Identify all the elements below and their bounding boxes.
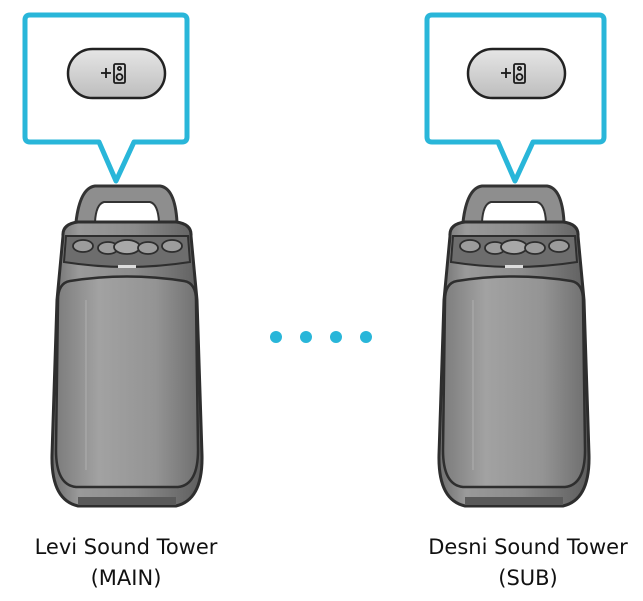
add-speaker-icon (501, 63, 526, 84)
speaker-role-sub: (SUB) (498, 566, 558, 590)
speaker-name-sub: Desni Sound Tower (428, 535, 628, 559)
speaker-right-illustration (437, 184, 591, 508)
add-speaker-button-left[interactable] (66, 47, 167, 100)
speaker-label-main: Levi Sound Tower (MAIN) (0, 532, 256, 594)
connection-dot (300, 331, 312, 343)
speaker-role-main: (MAIN) (90, 566, 162, 590)
connection-dot (360, 331, 372, 343)
speaker-left-illustration (50, 184, 204, 508)
connection-dots (270, 331, 372, 343)
add-speaker-button-right[interactable] (466, 47, 567, 100)
connection-dot (330, 331, 342, 343)
connection-dot (270, 331, 282, 343)
speaker-name-main: Levi Sound Tower (34, 535, 218, 559)
add-speaker-icon (101, 63, 126, 84)
speaker-label-sub: Desni Sound Tower (SUB) (398, 532, 643, 594)
